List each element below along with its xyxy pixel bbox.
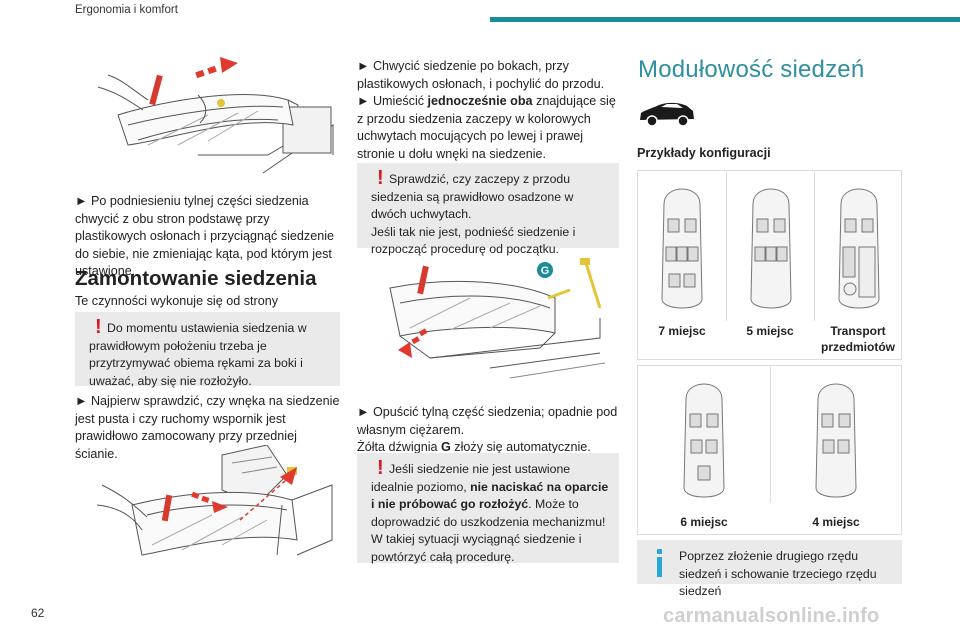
col2-lever-post: złoży się automatycznie. bbox=[450, 440, 591, 454]
callout-g-icon bbox=[537, 262, 553, 278]
config-4-seats-diagram bbox=[815, 383, 857, 498]
page-title: Modułowość siedzeń bbox=[638, 56, 865, 83]
warning-box-2: ! Sprawdzić, czy zaczepy z przodu siedze… bbox=[357, 163, 619, 256]
col2-step1: ► Chwycić siedzenie po bokach, przy plas… bbox=[357, 59, 605, 91]
warning-text-2b: Jeśli tak nie jest, podnieść siedzenie i… bbox=[371, 224, 576, 257]
warning-text-3: Jeśli siedzenie nie jest ustawione ideal… bbox=[371, 461, 609, 566]
heading-zamontowanie: Zamontowanie siedzenia bbox=[75, 267, 317, 290]
warning-icon: ! bbox=[377, 457, 384, 479]
car-silhouette-icon bbox=[640, 102, 694, 127]
warning-icon: ! bbox=[377, 167, 384, 189]
warning-icon: ! bbox=[95, 316, 102, 338]
info-icon bbox=[657, 549, 662, 577]
config-cargo-diagram bbox=[838, 188, 880, 309]
header-accent-bar bbox=[490, 17, 960, 22]
warning-box-3: ! Jeśli siedzenie nie jest ustawione ide… bbox=[357, 453, 619, 566]
config-label-5: 5 miejsc bbox=[746, 324, 794, 338]
col2-lever-bold: G bbox=[441, 440, 451, 454]
seat-lower-illustration: G bbox=[389, 258, 606, 379]
seat-install-illustration bbox=[96, 445, 333, 556]
warning-box-1: ! Do momentu ustawienia siedzenia w praw… bbox=[75, 312, 340, 388]
seat-removal-illustration bbox=[97, 57, 334, 174]
col2-step2: ► Umieścić jednocześnie oba znajdujące s… bbox=[357, 93, 617, 163]
col1-paragraph2: ► Najpierw sprawdzić, czy wnęka na siedz… bbox=[75, 394, 340, 461]
warning3-pre: Jeśli siedzenie nie jest ustawione ideal… bbox=[371, 462, 571, 494]
col2-step2-pre: ► Umieścić bbox=[357, 94, 428, 108]
configs-subtitle: Przykłady konfiguracji bbox=[637, 146, 771, 160]
col2-paragraph2: ► Opuścić tylną część siedzenia; opadnie… bbox=[357, 404, 619, 457]
callout-g-label: G bbox=[541, 265, 550, 277]
config-row-2: 6 miejsc 4 miejsc bbox=[637, 365, 902, 535]
config-row-1: 7 miejsc 5 miejsc Transport przedmiotów bbox=[637, 170, 902, 360]
config-label-4: 4 miejsc bbox=[812, 515, 860, 529]
config-7-seats-diagram bbox=[661, 188, 703, 309]
warning3-post: . Może to doprowadzić do uszkodzenia mec… bbox=[371, 497, 606, 564]
warning-text-1: Do momentu ustawienia siedzenia w prawid… bbox=[89, 321, 307, 388]
info-box: Poprzez złożenie drugiego rzędu siedzeń … bbox=[637, 540, 902, 598]
section-header: Ergonomia i komfort bbox=[75, 4, 178, 16]
watermark: carmanualsonline.info bbox=[663, 605, 880, 627]
col2-lever-pre: Żółta dźwignia bbox=[357, 440, 441, 454]
config-label-7: 7 miejsc bbox=[658, 324, 706, 338]
config-label-cargo: Transport przedmiotów bbox=[821, 324, 895, 354]
page-number: 62 bbox=[31, 606, 45, 620]
col2-lever-note: Żółta dźwignia G złoży się automatycznie… bbox=[357, 439, 619, 457]
warning-text-2: Sprawdzić, czy zaczepy z przodu siedzeni… bbox=[371, 172, 574, 221]
config-label-6: 6 miejsc bbox=[680, 515, 728, 529]
red-marker-icon bbox=[149, 74, 163, 106]
col2-paragraph1: ► Chwycić siedzenie po bokach, przy plas… bbox=[357, 58, 617, 163]
col2-step3: ► Opuścić tylną część siedzenia; opadnie… bbox=[357, 405, 618, 437]
col1-paragraph1: ► Po podniesieniu tylnej części siedzeni… bbox=[75, 194, 335, 278]
config-6-seats-diagram bbox=[683, 383, 725, 498]
info-text: Poprzez złożenie drugiego rzędu siedzeń … bbox=[679, 549, 877, 598]
col2-step2-post: znajdujące się z przodu siedzenia zaczep… bbox=[357, 94, 616, 161]
config-5-seats-diagram bbox=[750, 188, 792, 309]
warning3-bold: nie naciskać na oparcie i nie próbować g… bbox=[371, 479, 609, 512]
col2-step2-bold: jednocześnie oba bbox=[427, 94, 533, 108]
